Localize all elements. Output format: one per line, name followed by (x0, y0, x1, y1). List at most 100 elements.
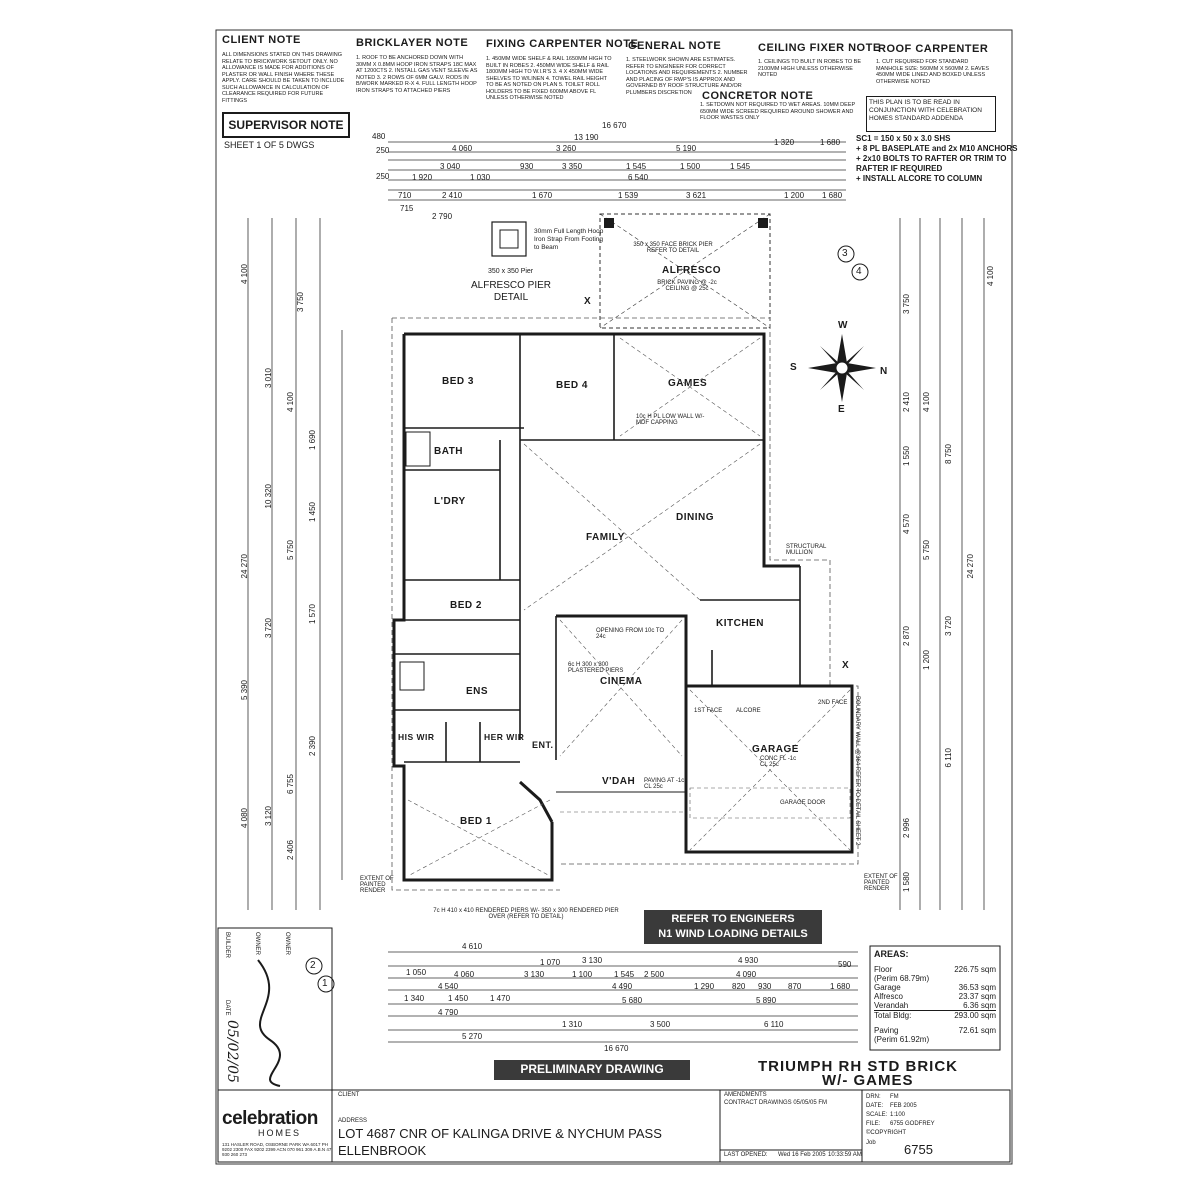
ref-circle-4: 4 (856, 266, 862, 277)
sc1-line: + 8 PL BASEPLATE and 2x M10 ANCHORS (856, 144, 1018, 153)
amendments-label: AMENDMENTS (724, 1092, 767, 1098)
design-title: TRIUMPH RH STD BRICK (758, 1058, 958, 1075)
dim-left-overall: 24 270 (240, 554, 249, 579)
area-value: 36.53 sqm (958, 983, 996, 992)
dim-label: 2 390 (308, 736, 317, 757)
last-opened-time: 10:33:59 AM (828, 1152, 862, 1158)
dim-label: 3 720 (264, 618, 273, 639)
general-note-body: 1. STEELWORK SHOWN ARE ESTIMATES. REFER … (626, 57, 748, 96)
room-his-wir: HIS WIR (398, 732, 435, 742)
pier-size-label: 350 x 350 Pier (488, 268, 534, 275)
signature-date: 05/02/05 (224, 1020, 240, 1083)
dim-label: 1 050 (406, 968, 427, 977)
brand-sub: HOMES (258, 1128, 302, 1138)
dim-top-overall: 16 670 (602, 121, 627, 130)
dim-label: 1 200 (784, 191, 805, 200)
roof-carpenter-title: ROOF CARPENTER (878, 43, 989, 55)
dim-label: 250 (376, 172, 390, 181)
dim-label: 1 690 (308, 430, 317, 451)
dim-label: 5 890 (756, 996, 777, 1005)
job-label: Job (866, 1140, 876, 1146)
area-value: 72.61 sqm (958, 1026, 996, 1035)
section-x-right: X (842, 660, 850, 671)
room-family: FAMILY (586, 532, 625, 543)
top-dimension-lines (388, 141, 846, 201)
dim-label: 1 680 (830, 982, 851, 991)
compass-w: W (838, 320, 848, 331)
date-label: DATE (224, 1000, 230, 1016)
structural-mullion-note: STRUCTURAL MULLION (786, 544, 827, 556)
first-face-label: 1ST FACE (694, 708, 723, 714)
dim-label: 3 621 (686, 191, 707, 200)
area-value: 293.00 sqm (954, 1011, 996, 1020)
owner-label: OWNER (254, 932, 260, 955)
dim-label: 4 100 (922, 392, 931, 413)
area-value: 226.75 sqm (954, 965, 996, 974)
dim-label: 930 (758, 982, 772, 991)
scale-label: SCALE: (866, 1112, 888, 1118)
sc1-line: + INSTALL ALCORE TO COLUMN (856, 174, 983, 183)
dim-label: 590 (838, 960, 852, 969)
date-field-value: FEB 2005 (890, 1103, 917, 1109)
last-opened-label: LAST OPENED: (724, 1152, 768, 1158)
dim-label: 1 310 (562, 1020, 583, 1029)
supervisor-note-box: SUPERVISOR NOTE (222, 112, 350, 138)
room-alfresco: ALFRESCO (662, 265, 721, 276)
room-bed4: BED 4 (556, 380, 588, 391)
engineers-note: REFER TO ENGINEERS N1 WIND LOADING DETAI… (646, 912, 820, 942)
area-label: Alfresco (874, 992, 903, 1001)
dim-right-lower: 6 110 (944, 748, 953, 768)
concretor-note-title: CONCRETOR NOTE (702, 90, 814, 102)
brand-logo: celebration (222, 1108, 318, 1129)
dim-label: 3 350 (562, 162, 583, 171)
dim-label: 1 670 (532, 191, 553, 200)
dim-label: 870 (788, 982, 802, 991)
pier-detail-title: ALFRESCO PIER DETAIL (470, 280, 552, 303)
garage-sub: CONC FL -1c CL 25c (760, 756, 797, 768)
dim-label: 3 260 (556, 144, 577, 153)
dim-label: 4 610 (462, 942, 483, 951)
dim-label: 4 930 (738, 956, 759, 965)
dim-label: 1 030 (470, 173, 491, 182)
dim-label: 3 750 (902, 294, 911, 315)
dim-label: 4 540 (438, 982, 459, 991)
company-address: 131 HASLER ROAD, OSBORNE PARK WA 6017 PH… (222, 1142, 332, 1157)
dim-label: 6 540 (628, 173, 649, 182)
dim-label: 3 040 (440, 162, 461, 171)
dim-left-inner: 10 320 (264, 484, 273, 509)
dim-left-lower: 5 390 (240, 680, 249, 701)
dim-label: 3 500 (650, 1020, 671, 1029)
wind-line: N1 WIND LOADING DETAILS (658, 928, 808, 940)
dim-right-overall: 24 270 (966, 554, 975, 579)
room-ensuite: ENS (466, 686, 489, 697)
area-value: 6.36 sqm (963, 1001, 996, 1010)
extent-render-right: EXTENT OF PAINTED RENDER (864, 874, 898, 892)
area-label: (Perim 68.79m) (874, 974, 930, 983)
dim-top-second: 13 190 (574, 133, 599, 142)
dim-right-upper: 8 750 (944, 444, 953, 465)
dim-label: 2 870 (902, 626, 911, 647)
signature (257, 959, 281, 1087)
ref-circle-2: 2 (310, 960, 316, 971)
bricklayer-note-body: 1. ROOF TO BE ANCHORED DOWN WITH 30mm x … (356, 55, 478, 94)
area-row: (Perim 61.92m) (874, 1035, 996, 1044)
room-her-wir: HER WIR (484, 732, 525, 742)
garage-door-label: GARAGE DOOR (780, 800, 826, 806)
date-field-label: DATE: (866, 1103, 884, 1109)
amendment-1: CONTRACT DRAWINGS 05/05/05 FM (724, 1100, 828, 1106)
section-x-top: X (584, 296, 592, 307)
dim-label: 4 570 (902, 514, 911, 535)
page-border (215, 29, 1013, 1165)
room-dining: DINING (676, 512, 714, 523)
room-laundry: L'DRY (434, 496, 466, 507)
job-number: 6755 (904, 1142, 933, 1157)
compass-rose (808, 334, 876, 402)
dim-label: 3 130 (524, 970, 545, 979)
verandah-sub: PAVING AT -1c CL 25c (644, 778, 685, 790)
dim-label: 1 545 (614, 970, 635, 979)
dim-label: 1 570 (308, 604, 317, 625)
client-note-body: ALL DIMENSIONS STATED ON THIS DRAWING RE… (222, 52, 345, 104)
